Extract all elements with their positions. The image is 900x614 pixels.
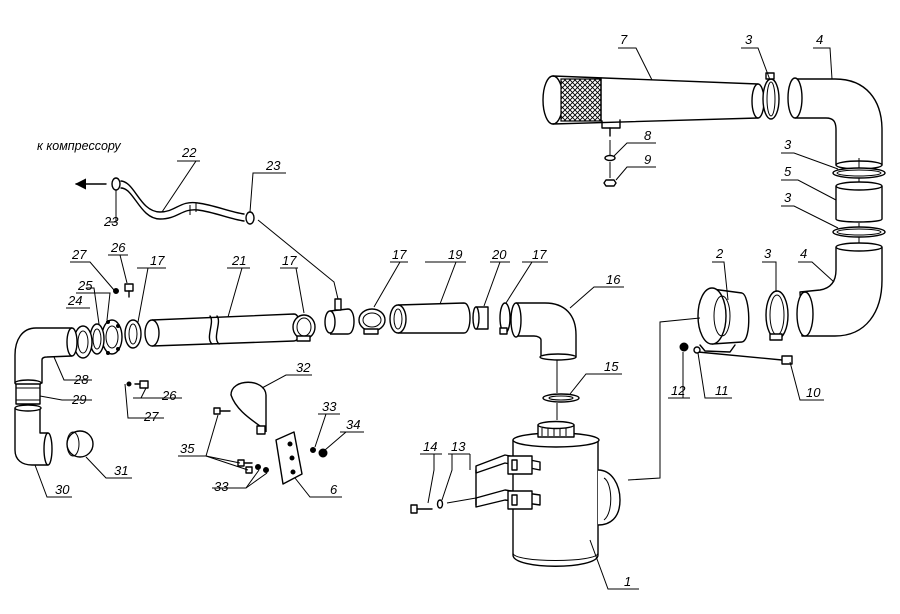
sleeve-5 xyxy=(835,181,883,223)
washer-27-bottom xyxy=(126,381,132,387)
washer-13 xyxy=(436,499,444,509)
callout-34: 34 xyxy=(346,417,360,432)
pipe-21 xyxy=(144,313,301,347)
elbow-28 xyxy=(14,327,78,387)
callout-16: 16 xyxy=(606,272,621,287)
callout-6: 6 xyxy=(330,482,338,497)
callout-10: 10 xyxy=(806,385,821,400)
callout-11: 11 xyxy=(715,383,729,398)
callout-23-right: 23 xyxy=(265,158,281,173)
hose-22 xyxy=(120,180,245,222)
callout-17-a: 17 xyxy=(150,253,165,268)
nut-9 xyxy=(603,179,617,187)
assembly-lines xyxy=(257,140,860,481)
callout-3-lower: 3 xyxy=(784,190,792,205)
nut-12 xyxy=(679,342,689,352)
bolts-35 xyxy=(213,407,253,474)
callout-23-left: 23 xyxy=(103,214,119,229)
callout-12: 12 xyxy=(671,383,686,398)
callout-25: 25 xyxy=(77,278,93,293)
clamp-3-right xyxy=(765,290,789,341)
callout-30: 30 xyxy=(55,482,70,497)
coupling-29 xyxy=(15,383,41,405)
callout-14: 14 xyxy=(423,439,437,454)
elbow-4-bottom xyxy=(796,242,883,337)
sleeve-20 xyxy=(472,306,489,330)
filter-housing-1 xyxy=(512,420,621,567)
elbow-4-top xyxy=(787,77,883,170)
clamp-17-a xyxy=(124,319,142,349)
callout-3-upper: 3 xyxy=(784,137,792,152)
clamp-17-b xyxy=(292,314,316,342)
mounting-plate-6 xyxy=(275,431,303,485)
intake-pipe-7 xyxy=(542,75,765,137)
callout-35: 35 xyxy=(180,441,195,456)
clamp-17-c xyxy=(358,308,386,335)
bolt-26-bottom xyxy=(134,380,149,389)
callout-33-bottom: 33 xyxy=(214,479,229,494)
callout-1: 1 xyxy=(624,574,631,589)
bolt-10 xyxy=(697,351,793,365)
callout-32: 32 xyxy=(296,360,311,375)
bolt-14 xyxy=(410,504,433,514)
fitting-23-left xyxy=(111,177,121,191)
callout-20: 20 xyxy=(491,247,507,262)
callout-33-right: 33 xyxy=(322,399,337,414)
fitting-23-right xyxy=(245,211,255,225)
bolt-axis-line xyxy=(446,497,477,504)
compressor-caption: к компрессору xyxy=(37,139,121,153)
elbow-16 xyxy=(510,302,577,361)
clamp-3-lower-mid xyxy=(832,226,886,238)
callout-17-b: 17 xyxy=(282,253,297,268)
callout-27-top: 27 xyxy=(71,247,87,262)
callout-31: 31 xyxy=(114,463,128,478)
callout-22: 22 xyxy=(181,145,197,160)
clamp-bracket-32 xyxy=(230,381,267,435)
callout-19: 19 xyxy=(448,247,462,262)
callout-7: 7 xyxy=(620,32,628,47)
callout-24: 24 xyxy=(67,293,82,308)
callout-5: 5 xyxy=(784,164,792,179)
callout-4-bottom: 4 xyxy=(800,246,807,261)
callout-2: 2 xyxy=(715,246,724,261)
callout-27-bottom: 27 xyxy=(143,409,159,424)
callout-15: 15 xyxy=(604,359,619,374)
gasket-15 xyxy=(542,393,580,403)
callout-4-top: 4 xyxy=(816,32,823,47)
washers-33 xyxy=(255,447,316,473)
mounting-bracket-upper xyxy=(475,454,541,475)
clamp-3-top xyxy=(762,72,780,120)
adapter-2 xyxy=(697,287,750,353)
callout-13: 13 xyxy=(451,439,466,454)
callout-8: 8 xyxy=(644,128,652,143)
gasket-24 xyxy=(89,323,105,355)
hose-19 xyxy=(389,302,471,334)
callout-3-top: 3 xyxy=(745,32,753,47)
callout-9: 9 xyxy=(644,152,651,167)
clamp-17-d xyxy=(499,302,511,335)
callout-numbers: 1 2 3 3 3 3 4 4 5 6 7 8 9 10 11 12 13 14 xyxy=(47,32,830,590)
washer-11 xyxy=(693,346,701,354)
callout-21: 21 xyxy=(231,253,246,268)
washer-8 xyxy=(604,154,616,162)
mounting-bracket-lower xyxy=(475,469,541,510)
callout-17-c: 17 xyxy=(392,247,407,262)
tee-fitting xyxy=(324,298,355,335)
callout-3-right: 3 xyxy=(764,246,772,261)
nut-34 xyxy=(318,448,328,458)
callout-26-top: 26 xyxy=(110,240,126,255)
callout-26-bottom: 26 xyxy=(161,388,177,403)
flange-25 xyxy=(101,319,123,355)
callout-17-d: 17 xyxy=(532,247,547,262)
bolt-26-top xyxy=(124,283,134,298)
clamp-3-upper-mid xyxy=(832,167,886,179)
cap-31 xyxy=(66,430,94,458)
washer-27-top xyxy=(113,288,119,294)
elbow-30 xyxy=(14,404,53,466)
